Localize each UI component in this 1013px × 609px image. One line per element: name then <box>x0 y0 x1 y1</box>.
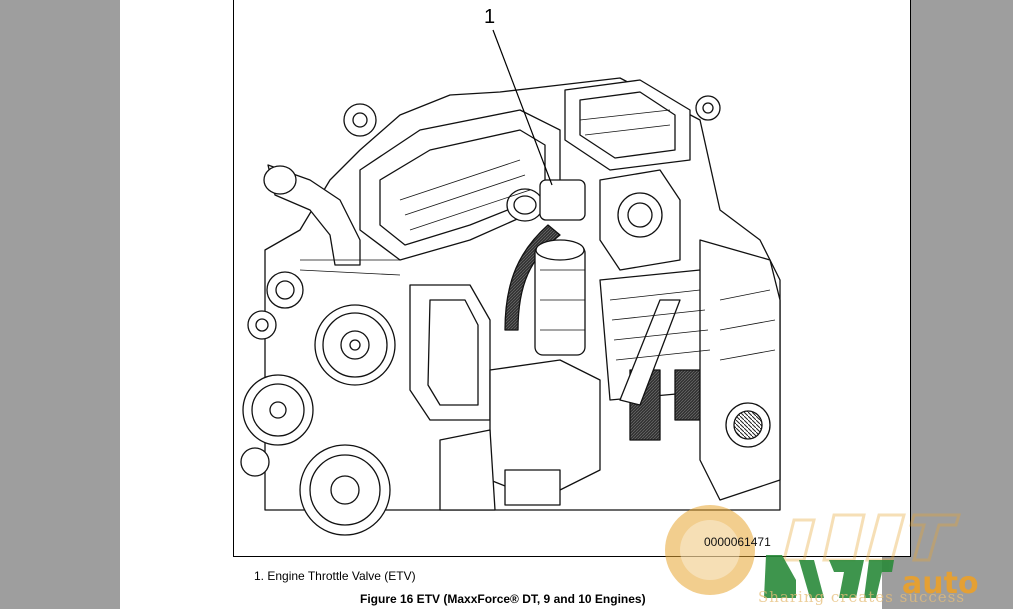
watermark-logo <box>665 505 962 598</box>
callout-leader-line <box>492 29 553 186</box>
figure-id: 0000061471 <box>704 535 771 549</box>
callout-number: 1 <box>484 6 496 28</box>
figure-caption: Figure 16 ETV (MaxxForce® DT, 9 and 10 E… <box>360 592 646 606</box>
watermark-word: auto <box>902 566 979 601</box>
watermark-tagline: Sharing creates success <box>758 588 966 606</box>
legend-item: 1. Engine Throttle Valve (ETV) <box>254 569 416 583</box>
